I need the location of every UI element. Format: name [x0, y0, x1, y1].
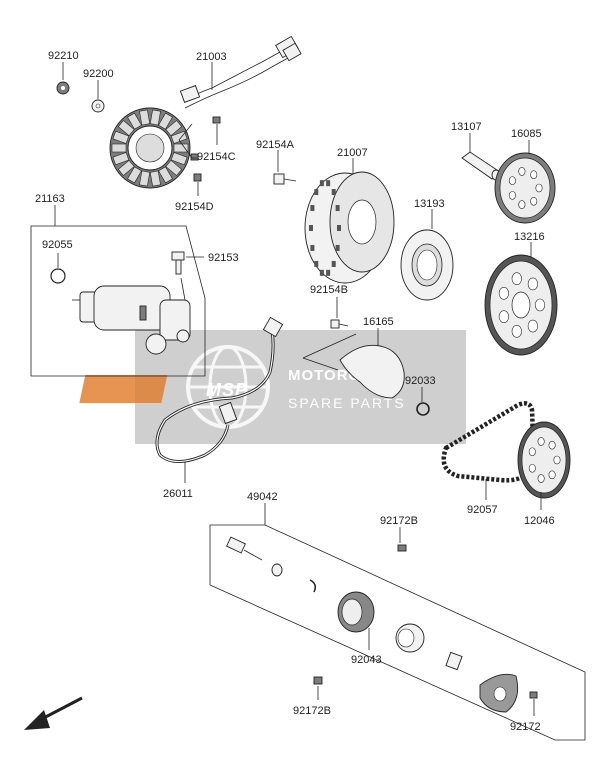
- part-92154d-screw: [193, 173, 202, 182]
- label-13216: 13216: [514, 231, 545, 243]
- label-13107: 13107: [451, 121, 482, 133]
- label-92154d: 92154D: [175, 201, 214, 213]
- part-92210-nut: [56, 81, 70, 95]
- group-21163-frame: [30, 225, 206, 377]
- label-92057: 92057: [467, 504, 498, 516]
- part-13107-shaft: [461, 151, 501, 181]
- part-92172-screw: [529, 691, 538, 699]
- part-92153-bolt: [171, 251, 185, 275]
- part-92200-washer: [91, 99, 105, 113]
- label-92043: 92043: [351, 654, 382, 666]
- part-92033-circlip: [416, 402, 430, 416]
- label-92172b-top: 92172B: [380, 515, 418, 527]
- label-92200: 92200: [83, 68, 114, 80]
- part-26011-cable: [155, 316, 284, 463]
- label-92172: 92172: [510, 721, 541, 733]
- label-92153: 92153: [208, 252, 239, 264]
- part-16165-guide-plate: [339, 344, 405, 399]
- label-92033: 92033: [405, 375, 436, 387]
- label-21003: 21003: [196, 51, 227, 63]
- group-49042-frame: [209, 524, 586, 741]
- label-92154c: 92154C: [197, 151, 236, 163]
- label-92055: 92055: [42, 239, 73, 251]
- watermark-line2: SPARE PARTS: [288, 395, 406, 411]
- label-16085: 16085: [511, 128, 542, 140]
- label-92210: 92210: [48, 50, 79, 62]
- label-49042: 49042: [247, 491, 278, 503]
- part-21007-rotor: [304, 171, 395, 284]
- label-12046: 12046: [524, 515, 555, 527]
- part-13216-starter-gear: [484, 254, 558, 356]
- label-92154b: 92154B: [310, 284, 348, 296]
- part-49042-components: [226, 536, 519, 713]
- label-92154a: 92154A: [256, 139, 295, 151]
- label-92172b-bottom: 92172B: [293, 705, 331, 717]
- part-21003-stator: [109, 35, 302, 189]
- label-16165: 16165: [363, 316, 394, 328]
- part-92057-chain: [441, 401, 535, 483]
- label-21163: 21163: [35, 193, 65, 205]
- label-13193: 13193: [414, 198, 445, 210]
- label-21007: 21007: [337, 147, 368, 159]
- part-92154b-bolt: [330, 319, 349, 329]
- part-21163-starter-motor: [72, 285, 191, 355]
- label-26011: 26011: [163, 488, 193, 500]
- watermark-logo: MSP: [206, 380, 248, 400]
- part-92055-oring: [50, 268, 66, 284]
- part-12046-sprocket: [517, 421, 571, 499]
- part-92172b-screw-top: [397, 544, 407, 552]
- part-92172b-screw-bottom: [313, 676, 323, 685]
- part-16085-idle-gear: [494, 152, 556, 224]
- part-13193-one-way-clutch: [400, 229, 454, 301]
- part-92154a-bolt: [273, 173, 297, 185]
- arrow-down-left-icon: [24, 696, 83, 730]
